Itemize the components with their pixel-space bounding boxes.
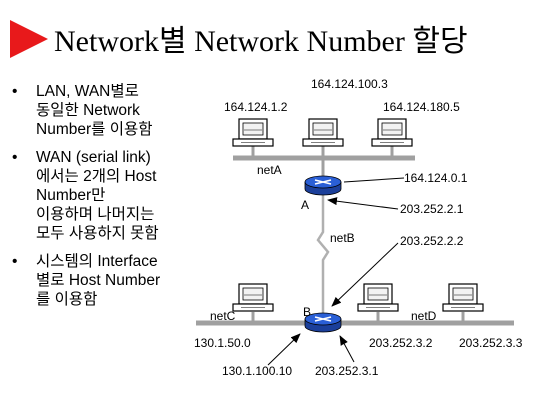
bullet-line: Number만 (36, 187, 106, 204)
host-ip-label: 130.1.100.10 (222, 364, 293, 378)
host-computer-icon (442, 283, 484, 312)
bullet-item-1: • LAN, WAN별로 동일한 Network Number를 이용함 (10, 82, 200, 139)
bullet-line: 모두 사용하지 못함 (36, 225, 159, 242)
bullet-line: 에서는 2개의 Host (36, 168, 157, 185)
host-ip-label: 203.252.3.3 (459, 336, 523, 350)
router-a-label: A (301, 198, 310, 212)
bullet-item-2: • WAN (serial link) 에서는 2개의 Host Number만… (10, 148, 200, 243)
host-computer-icon (371, 118, 413, 147)
bullet-line: LAN, WAN별로 (36, 83, 139, 100)
bullet-line: 별로 Host Number (36, 272, 161, 289)
interface-ip-label: 203.252.3.1 (315, 364, 379, 378)
interface-ip-label: 203.252.2.1 (400, 202, 464, 216)
network-label-netd: netD (411, 309, 437, 323)
interface-ip-label: 130.1.50.0 (194, 336, 251, 350)
router-a-icon (304, 175, 342, 196)
bullet-line: 이용하며 나머지는 (36, 206, 155, 223)
pointer-line (343, 177, 405, 183)
host-computer-icon (302, 118, 344, 147)
bullet-dot: • (12, 83, 18, 100)
bullet-dot: • (12, 149, 18, 166)
bullet-line: 를 이용함 (36, 291, 98, 308)
bullet-line: 동일한 Network (36, 102, 140, 119)
network-label-netc: netC (210, 309, 236, 323)
host-computer-icon (357, 283, 399, 312)
bullet-dot: • (12, 253, 18, 270)
host-ip-label: 164.124.1.2 (224, 100, 288, 114)
network-label-neta: netA (257, 163, 282, 177)
bullet-line: Number를 이용함 (36, 121, 153, 138)
slide-title: Network별 Network Number 할당 (54, 25, 468, 58)
pointer-line (267, 333, 301, 366)
interface-ip-label: 164.124.0.1 (404, 171, 468, 185)
interface-ip-label: 203.252.2.2 (400, 234, 464, 248)
network-label-netb: netB (330, 231, 355, 245)
pointer-line (331, 242, 399, 307)
pointer-line (327, 197, 399, 210)
bullet-line: WAN (serial link) (36, 149, 151, 166)
router-b-label: B (303, 305, 312, 319)
host-ip-label: 203.252.3.2 (369, 336, 433, 350)
title-arrow-icon (10, 20, 48, 58)
host-computer-icon (232, 283, 274, 312)
host-ip-label: 164.124.180.5 (383, 100, 460, 114)
pointer-line (339, 335, 355, 363)
title-arrow-shape (10, 20, 48, 58)
bullet-list: • LAN, WAN별로 동일한 Network Number를 이용함 • W… (10, 82, 200, 318)
host-ip-label: 164.124.100.3 (311, 77, 388, 91)
serial-link-netb (316, 190, 330, 316)
host-computer-icon (232, 118, 274, 147)
bullet-line: 시스템의 Interface (36, 253, 158, 270)
bullet-item-3: • 시스템의 Interface 별로 Host Number 를 이용함 (10, 252, 200, 309)
